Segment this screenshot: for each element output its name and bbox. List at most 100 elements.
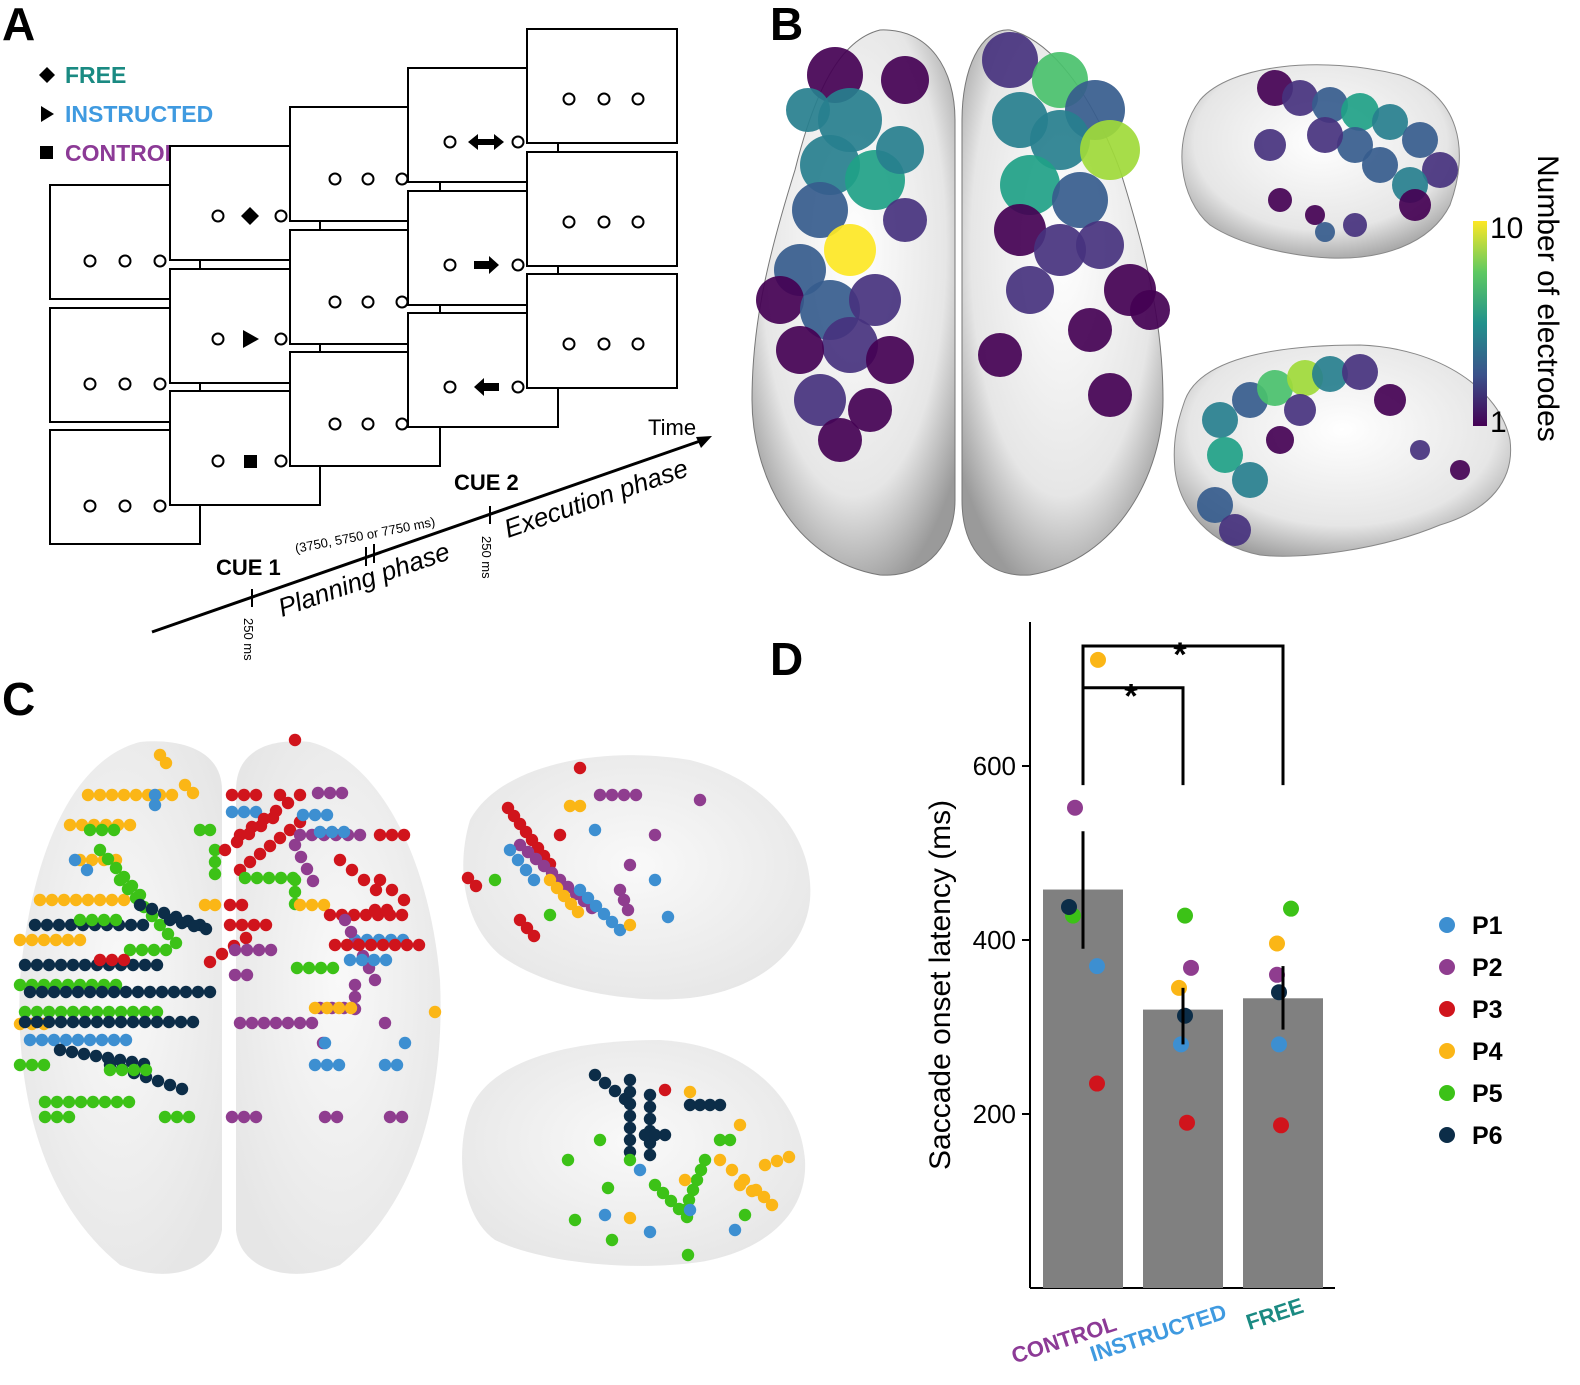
electrode-p5 bbox=[85, 913, 99, 927]
legend-instructed: INSTRUCTED bbox=[65, 101, 213, 127]
electrode-p4 bbox=[105, 893, 119, 907]
trial-screens bbox=[49, 28, 678, 545]
legend-marker-p1 bbox=[1439, 917, 1455, 933]
electrode-p5 bbox=[169, 936, 183, 950]
electrode-p5 bbox=[290, 961, 304, 975]
brain-top-view bbox=[751, 29, 1170, 576]
electrode-p1 bbox=[633, 1163, 647, 1177]
electrode-p3 bbox=[225, 788, 239, 802]
significance-star: * bbox=[1124, 678, 1138, 716]
electrode-p4 bbox=[13, 933, 27, 947]
electrode-p5 bbox=[115, 1063, 129, 1077]
point-p4 bbox=[1090, 651, 1106, 668]
target-circle bbox=[211, 209, 225, 223]
electrode-p4 bbox=[293, 898, 307, 912]
electrode-p6 bbox=[71, 985, 85, 999]
electrode-p6 bbox=[623, 1073, 637, 1087]
electrode-p6 bbox=[138, 1015, 152, 1029]
electrode-p2 bbox=[344, 925, 358, 939]
electrode-p5 bbox=[203, 823, 217, 837]
electrode-p6 bbox=[608, 1084, 622, 1098]
colorbar-gradient bbox=[1473, 221, 1487, 426]
electrode-p5 bbox=[238, 871, 252, 885]
electrode-p2 bbox=[245, 1016, 259, 1030]
electrode-p3 bbox=[513, 913, 527, 927]
electrode-p2 bbox=[593, 788, 607, 802]
electrode-p1 bbox=[83, 1033, 97, 1047]
electrode-p5 bbox=[123, 943, 137, 957]
density-blob bbox=[822, 317, 878, 373]
electrode-p2 bbox=[529, 852, 543, 866]
electrode-p3 bbox=[247, 918, 261, 932]
electrode-p5 bbox=[161, 927, 175, 941]
legend-label-p6: P6 bbox=[1472, 1122, 1503, 1150]
colorbar-max: 10 bbox=[1490, 212, 1523, 245]
electrode-p3 bbox=[397, 828, 411, 842]
electrode-p6 bbox=[42, 958, 56, 972]
electrode-p2 bbox=[338, 913, 352, 927]
triangle-icon bbox=[243, 330, 259, 348]
electrode-p6 bbox=[179, 985, 193, 999]
electrode-p3 bbox=[237, 788, 251, 802]
electrode-p6 bbox=[131, 985, 145, 999]
electrode-p5 bbox=[288, 885, 302, 899]
electrode-p3 bbox=[520, 921, 534, 935]
density-blob bbox=[1374, 384, 1406, 416]
legend-label-p5: P5 bbox=[1472, 1080, 1503, 1108]
target-circle bbox=[118, 254, 132, 268]
electrode-p6 bbox=[713, 1098, 727, 1112]
electrode-p2 bbox=[383, 1110, 397, 1124]
density-blob bbox=[1284, 394, 1316, 426]
electrode-p4 bbox=[198, 898, 212, 912]
electrode-p3 bbox=[397, 893, 411, 907]
electrode-p6 bbox=[138, 958, 152, 972]
electrode-p3 bbox=[254, 819, 268, 833]
triangle-icon bbox=[41, 106, 54, 122]
electrode-p1 bbox=[605, 915, 619, 929]
electrode-p4 bbox=[550, 881, 564, 895]
point-p5 bbox=[1177, 907, 1193, 924]
electrode-p4 bbox=[105, 788, 119, 802]
electrode-p6 bbox=[54, 1015, 68, 1029]
electrode-p6 bbox=[643, 1100, 657, 1114]
target-circle bbox=[153, 377, 167, 391]
electrode-p3 bbox=[373, 828, 387, 842]
legend-a: FREE INSTRUCTED CONTROL bbox=[39, 62, 213, 166]
electrode-p5 bbox=[170, 1110, 184, 1124]
electrode-p6 bbox=[623, 1121, 637, 1135]
electrode-p2 bbox=[293, 828, 307, 842]
cue2-label: CUE 2 bbox=[454, 470, 519, 495]
electrode-p2 bbox=[228, 968, 242, 982]
electrode-p1 bbox=[71, 1033, 85, 1047]
electrode-p2 bbox=[228, 943, 242, 957]
electrode-p5 bbox=[147, 943, 161, 957]
legend-label-p4: P4 bbox=[1472, 1038, 1503, 1066]
electrode-p3 bbox=[218, 843, 232, 857]
electrode-p4 bbox=[81, 788, 95, 802]
density-blob bbox=[1337, 127, 1373, 163]
electrode-p5 bbox=[150, 1005, 164, 1019]
electrode-p5 bbox=[193, 823, 207, 837]
electrode-p4 bbox=[81, 893, 95, 907]
electrode-p6 bbox=[18, 1015, 32, 1029]
electrode-p3 bbox=[230, 835, 244, 849]
electrode-p4 bbox=[129, 788, 143, 802]
double-arrow-icon bbox=[468, 134, 504, 150]
electrode-p5 bbox=[208, 855, 222, 869]
electrode-p3 bbox=[273, 788, 287, 802]
arrow-left-icon bbox=[474, 378, 499, 396]
electrode-p6 bbox=[175, 1082, 189, 1096]
significance-star: * bbox=[1173, 636, 1187, 674]
electrode-p2 bbox=[613, 883, 627, 897]
target-circle bbox=[511, 380, 525, 394]
electrode-p4 bbox=[563, 799, 577, 813]
electrode-p3 bbox=[223, 918, 237, 932]
electrode-p4 bbox=[73, 933, 87, 947]
electrode-p1 bbox=[119, 1033, 133, 1047]
electrode-p6 bbox=[623, 1109, 637, 1123]
density-blob bbox=[794, 374, 846, 426]
electrode-p5 bbox=[126, 1005, 140, 1019]
electrode-p5 bbox=[121, 882, 135, 896]
electrode-p2 bbox=[353, 828, 367, 842]
electrode-p4 bbox=[733, 1118, 747, 1132]
